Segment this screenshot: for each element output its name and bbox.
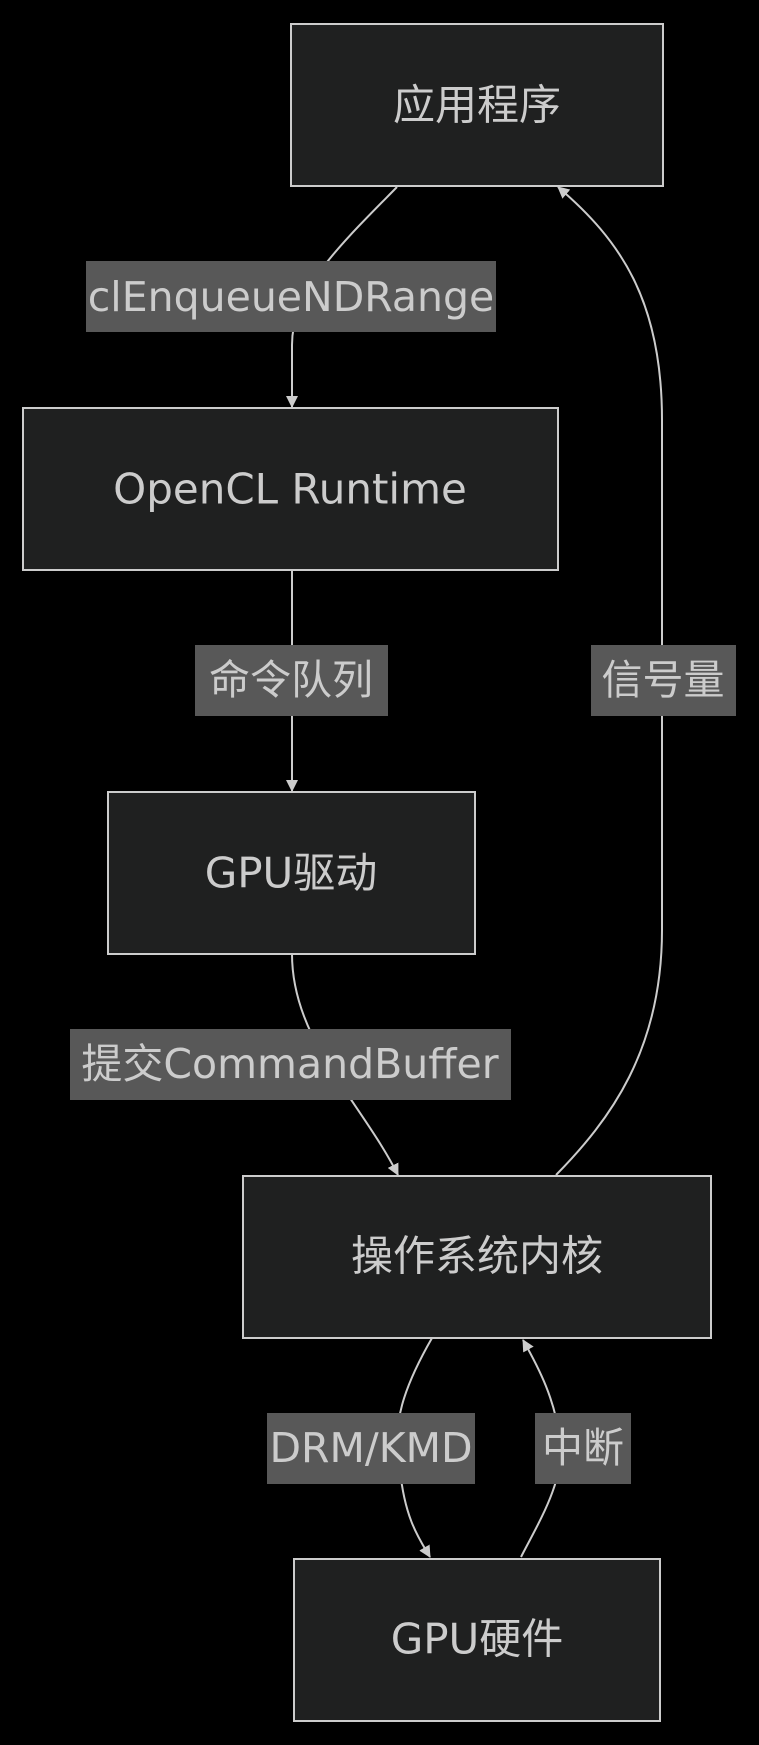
edge-label-text: 命令队列 bbox=[209, 656, 373, 704]
node-hardware: GPU硬件 bbox=[293, 1558, 661, 1722]
edge-label-text: clEnqueueNDRange bbox=[88, 273, 494, 321]
node-label: GPU硬件 bbox=[391, 1615, 564, 1664]
edge-label-kernel-to-app: 信号量 bbox=[591, 645, 736, 716]
node-driver: GPU驱动 bbox=[107, 791, 476, 955]
node-label: GPU驱动 bbox=[205, 849, 378, 898]
node-app: 应用程序 bbox=[290, 23, 664, 187]
node-label: 应用程序 bbox=[393, 81, 561, 130]
edge-label-text: 信号量 bbox=[602, 656, 725, 704]
edge-label-app-to-runtime: clEnqueueNDRange bbox=[86, 261, 496, 332]
node-kernel: 操作系统内核 bbox=[242, 1175, 712, 1339]
edge-label-runtime-to-driver: 命令队列 bbox=[195, 645, 388, 716]
edge-label-kernel-to-hardware: DRM/KMD bbox=[267, 1413, 475, 1484]
edge-label-text: DRM/KMD bbox=[269, 1424, 472, 1472]
node-label: OpenCL Runtime bbox=[113, 465, 467, 514]
edge-label-text: 中断 bbox=[542, 1424, 624, 1472]
edge-label-hardware-to-kernel: 中断 bbox=[535, 1413, 631, 1484]
edge-label-text: 提交CommandBuffer bbox=[81, 1040, 498, 1088]
node-label: 操作系统内核 bbox=[351, 1232, 603, 1281]
edge-label-driver-to-kernel: 提交CommandBuffer bbox=[70, 1029, 511, 1100]
node-runtime: OpenCL Runtime bbox=[22, 407, 559, 571]
